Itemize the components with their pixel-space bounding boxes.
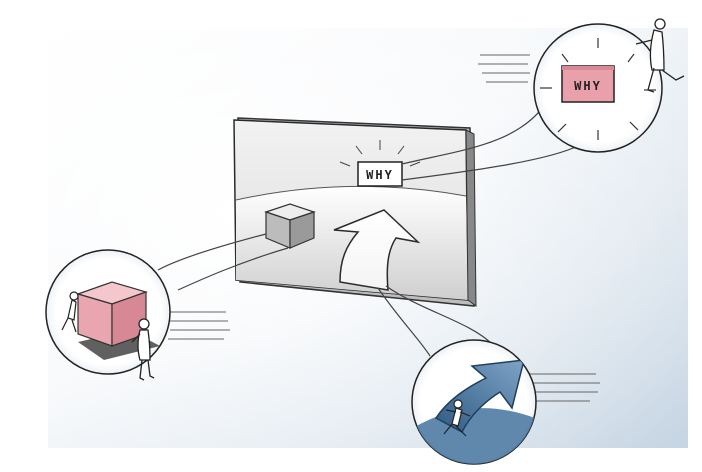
white-arrow	[333, 209, 421, 291]
zoom-circle-why: WHY	[478, 18, 685, 153]
figure-standing	[131, 318, 155, 381]
why-sign-small: WHY	[339, 140, 421, 187]
connector-arrow	[377, 287, 431, 357]
why-sign-small-label: WHY	[366, 168, 394, 182]
zoom-circle-cube	[45, 249, 230, 381]
grey-cube	[264, 203, 316, 249]
zoom-circle-arrow	[411, 339, 600, 465]
figure-pulling	[635, 18, 685, 93]
why-sign-large-label: WHY	[574, 79, 602, 93]
connector-cube	[157, 233, 267, 271]
figure-running	[443, 399, 471, 437]
connector-why	[401, 99, 549, 165]
figure-pushing	[61, 291, 79, 333]
